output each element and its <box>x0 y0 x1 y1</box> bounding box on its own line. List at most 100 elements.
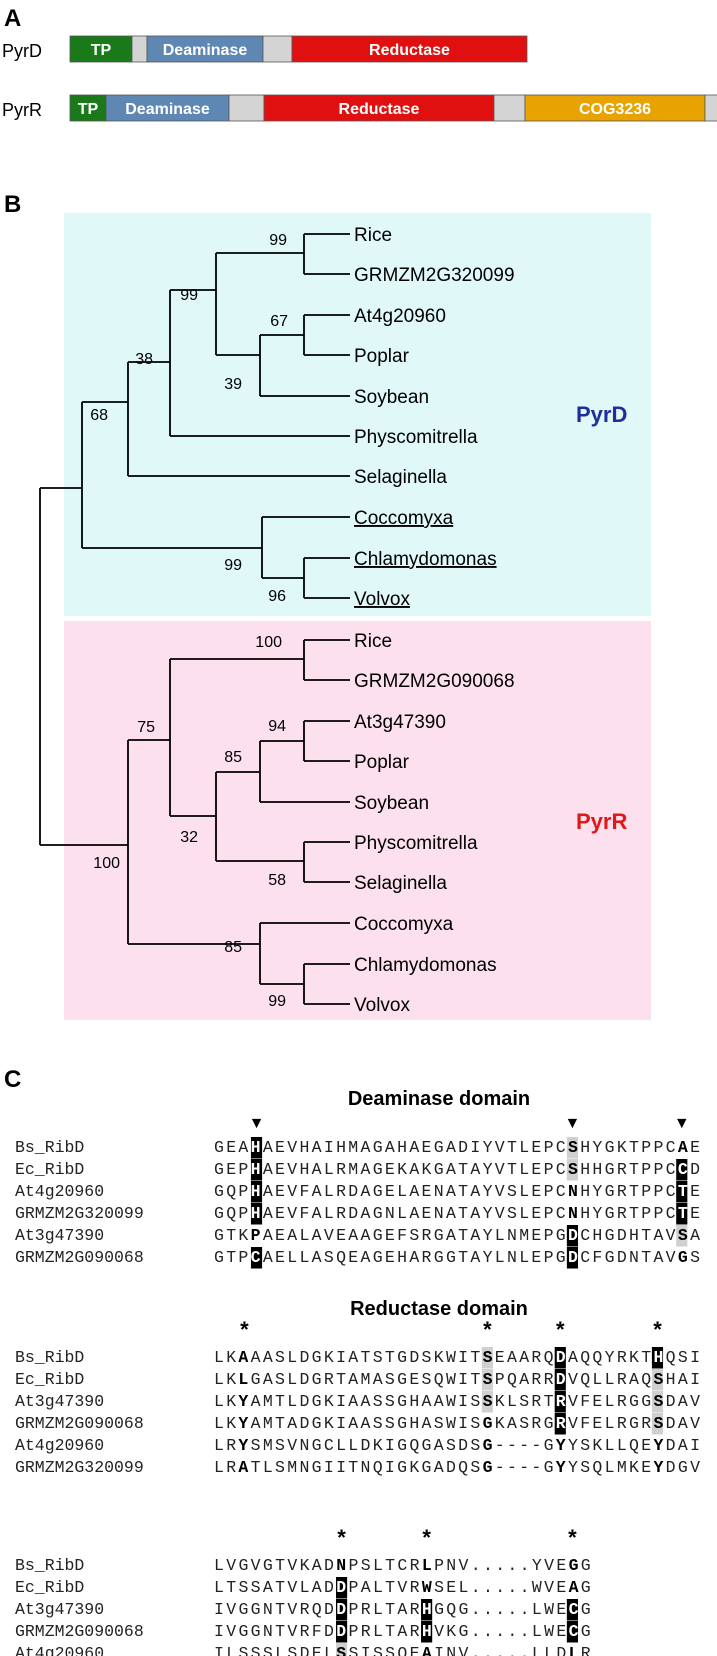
conserved-residue-asterisk: * <box>556 1317 565 1342</box>
conserved-residue-highlight <box>566 1247 578 1269</box>
sequence-name: At3g47390 <box>15 1600 104 1619</box>
bootstrap-value: 58 <box>268 872 286 889</box>
alignment-title: Reductase domain <box>350 1298 528 1320</box>
conserved-residue-highlight <box>481 1391 493 1413</box>
sequence-name: At4g20960 <box>15 1644 104 1656</box>
tree-leaf-pyrr: Soybean <box>354 793 429 814</box>
domain-label: Deaminase <box>163 42 248 59</box>
conserved-residue-highlight <box>554 1347 566 1369</box>
domain-label: COG3236 <box>579 101 651 118</box>
pyrr-clade-background <box>64 621 651 1020</box>
conserved-residue-highlight <box>566 1225 578 1247</box>
sequence-name: GRMZM2G320099 <box>15 1458 144 1477</box>
tree-leaf-pyrr: Selaginella <box>354 873 447 894</box>
reductase-domain-segment <box>263 94 495 122</box>
tree-leaf-pyrd: Coccomyxa <box>354 508 454 529</box>
bootstrap-value: 99 <box>224 557 242 574</box>
conserved-residue-asterisk: * <box>483 1317 492 1342</box>
conserved-residue-highlight <box>481 1347 493 1369</box>
tree-leaf-pyrd: Chlamydomonas <box>354 549 497 570</box>
cog3236-domain-segment <box>524 94 706 122</box>
clade-label-pyrd: PyrD <box>576 402 627 427</box>
sequence-name: Bs_RibD <box>15 1348 84 1367</box>
phylogenetic-tree-branches <box>39 233 350 1005</box>
bootstrap-value: 85 <box>224 749 242 766</box>
linker-segment <box>262 35 293 63</box>
bootstrap-value: 100 <box>255 634 282 651</box>
conserved-residue-highlight <box>676 1181 688 1203</box>
conserved-residue-asterisk: * <box>240 1317 249 1342</box>
conserved-residue-highlight <box>336 1621 348 1643</box>
conserved-residue-asterisk: * <box>337 1525 346 1550</box>
conserved-residue-highlight <box>336 1577 348 1599</box>
tree-leaf-pyrd: Physcomitrella <box>354 427 478 448</box>
bootstrap-value: 96 <box>268 588 286 605</box>
linker-segment <box>493 94 526 122</box>
conserved-residue-highlight <box>250 1247 263 1269</box>
conserved-residue-highlight <box>421 1621 433 1643</box>
conserved-residue-highlight <box>250 1181 263 1203</box>
conserved-residue-highlight <box>651 1413 664 1435</box>
sequence-name: Ec_RibD <box>15 1160 84 1179</box>
conserved-residue-highlight <box>250 1137 263 1159</box>
conserved-residue-asterisk: * <box>422 1525 431 1550</box>
alignment-title: Deaminase domain <box>348 1088 530 1110</box>
sequence-name: Ec_RibD <box>15 1370 84 1389</box>
protein-name-pyrr: PyrR <box>2 100 42 120</box>
sequence-name: Bs_RibD <box>15 1556 84 1575</box>
panel-c-label: C <box>4 1066 21 1093</box>
conserved-residue-highlight <box>566 1137 578 1159</box>
conserved-residue-highlight <box>554 1369 566 1391</box>
active-site-arrowhead: ▼ <box>565 1115 581 1132</box>
bootstrap-value: 39 <box>224 376 242 393</box>
conserved-residue-highlight <box>421 1599 433 1621</box>
active-site-arrowhead: ▼ <box>674 1115 690 1132</box>
conserved-residue-highlight <box>250 1159 263 1181</box>
bootstrap-value: 67 <box>270 313 288 330</box>
conserved-residue-asterisk: * <box>653 1317 662 1342</box>
tree-leaf-pyrr: Volvox <box>354 995 410 1016</box>
conserved-residue-highlight <box>566 1159 578 1181</box>
tree-leaf-pyrd: Selaginella <box>354 467 447 488</box>
tp-domain-segment <box>69 35 133 63</box>
sequence-name: GRMZM2G090068 <box>15 1248 144 1267</box>
tree-leaf-pyrr: GRMZM2G090068 <box>354 671 515 692</box>
sequence-name: At3g47390 <box>15 1226 104 1245</box>
tree-leaf-pyrd: Poplar <box>354 346 410 367</box>
sequence-name: GRMZM2G090068 <box>15 1414 144 1433</box>
domain-label: TP <box>91 42 112 59</box>
conserved-residue-highlight <box>566 1599 578 1621</box>
linker-segment <box>131 35 148 63</box>
bootstrap-value: 99 <box>268 993 286 1010</box>
conserved-residue-highlight <box>651 1369 664 1391</box>
domain-label: Deaminase <box>125 101 210 118</box>
sequence-name: Ec_RibD <box>15 1578 84 1597</box>
tree-leaf-labels: RiceGRMZM2G320099At4g20960PoplarSoybeanP… <box>354 225 515 1016</box>
